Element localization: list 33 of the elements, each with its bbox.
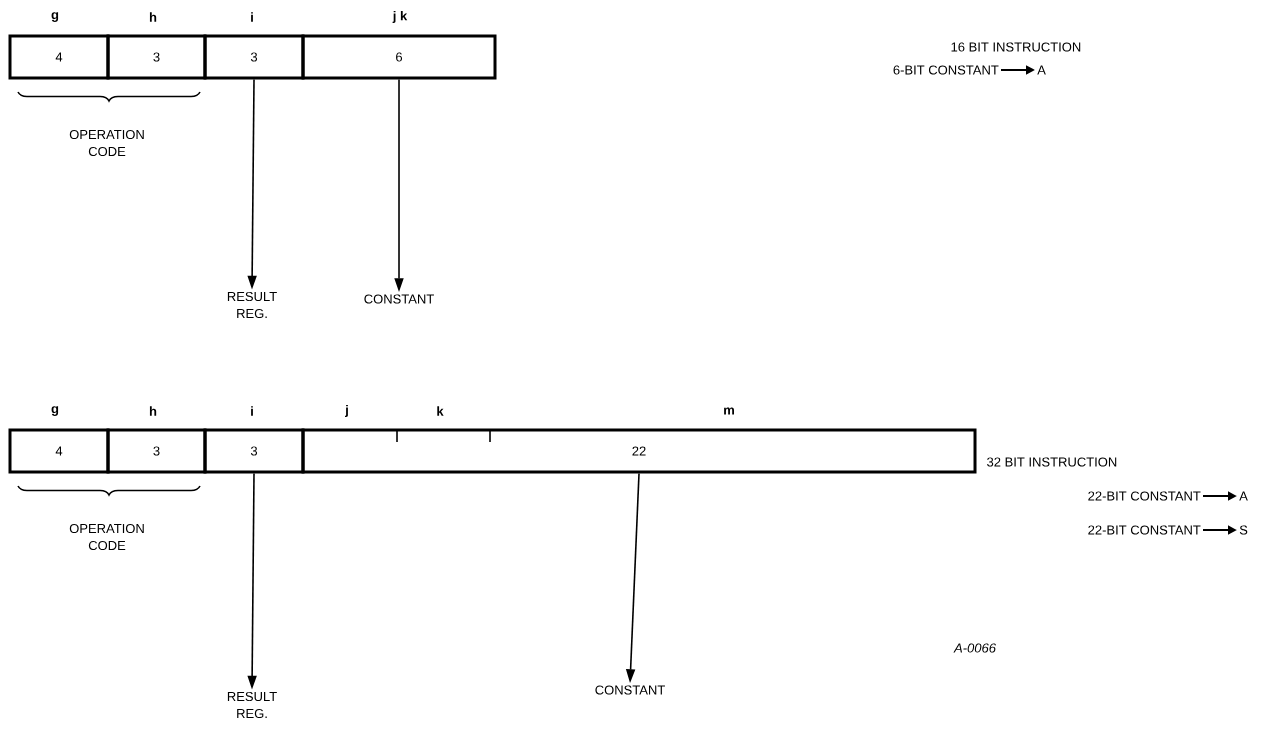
field-label: j k bbox=[392, 10, 408, 24]
brace-label: OPERATION CODE bbox=[69, 129, 144, 157]
field-cell: 4 bbox=[8, 428, 110, 474]
text-label: 6-BIT CONSTANT bbox=[893, 65, 999, 75]
field-label: g bbox=[51, 12, 59, 22]
field-cell: 3 bbox=[203, 34, 305, 80]
brace-label: OPERATION CODE bbox=[69, 523, 144, 551]
field-cell: 4 bbox=[8, 34, 110, 80]
text-label: RESULT REG. bbox=[227, 291, 277, 319]
field-label: i bbox=[251, 406, 253, 416]
field-cell: 6 bbox=[301, 34, 497, 80]
field-label: h bbox=[149, 12, 157, 22]
text-label: 22-BIT CONSTANT bbox=[1088, 525, 1201, 535]
field-cell: 3 bbox=[106, 428, 207, 474]
caption: 32 BIT INSTRUCTION bbox=[987, 457, 1117, 467]
field-cell: 3 bbox=[203, 428, 305, 474]
text-label: 22-BIT CONSTANT bbox=[1088, 491, 1201, 501]
field-label: k bbox=[437, 406, 444, 416]
field-label: h bbox=[149, 406, 157, 416]
text-label: S bbox=[1239, 525, 1248, 535]
caption: 16 BIT INSTRUCTION bbox=[951, 42, 1081, 52]
field-label: g bbox=[51, 406, 59, 416]
field-label: m bbox=[724, 407, 734, 415]
field-label: i bbox=[251, 12, 253, 22]
field-cell: 3 bbox=[106, 34, 207, 80]
field-label: j bbox=[345, 404, 348, 418]
field-cell: 22 bbox=[301, 428, 977, 474]
text-label: CONSTANT bbox=[364, 294, 434, 304]
text-label: RESULT REG. bbox=[227, 691, 277, 719]
text-label: A bbox=[1037, 65, 1046, 75]
text-label: A bbox=[1239, 491, 1248, 501]
figure-number: A-0066 bbox=[953, 643, 996, 653]
text-label: CONSTANT bbox=[595, 685, 665, 695]
